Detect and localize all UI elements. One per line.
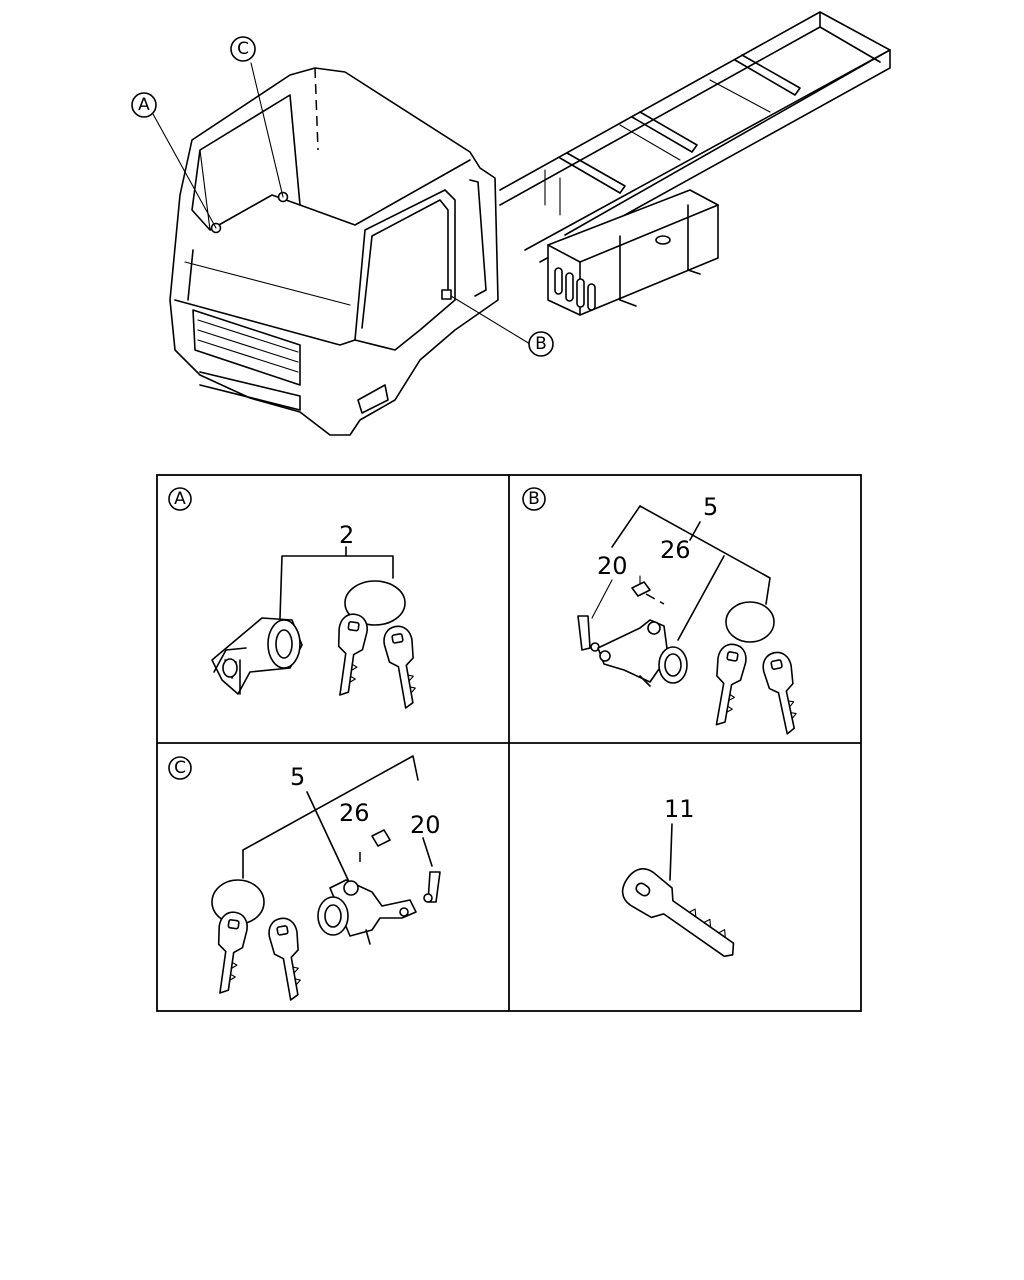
door-lock-cylinder-b (597, 619, 688, 687)
svg-text:20: 20 (410, 811, 441, 839)
detail-grid (156, 474, 862, 1012)
svg-text:A: A (138, 95, 150, 115)
svg-text:5: 5 (703, 493, 718, 521)
svg-text:26: 26 (339, 799, 370, 827)
key-set-b (705, 601, 806, 737)
svg-text:A: A (174, 489, 186, 509)
ignition-cylinder (211, 617, 303, 695)
svg-text:26: 26 (660, 536, 691, 564)
key-blank-11 (621, 868, 735, 958)
bolt-26-b (631, 581, 665, 605)
panel-c: C 5 26 20 (168, 755, 441, 1003)
svg-text:C: C (174, 758, 186, 778)
chassis-frame (499, 11, 891, 263)
callout-c: C (230, 36, 256, 62)
svg-text:B: B (535, 334, 547, 354)
bracket-20-b (577, 615, 600, 652)
panel-b: B 5 20 26 (522, 487, 806, 737)
svg-text:20: 20 (597, 552, 628, 580)
key-set-a (329, 580, 425, 711)
svg-text:2: 2 (339, 521, 354, 549)
panel-d: 11 (621, 795, 735, 958)
svg-text:C: C (237, 39, 249, 59)
fuel-tank (547, 189, 719, 316)
truck-cab (169, 67, 499, 436)
lock-point-b (441, 289, 452, 300)
door-lock-cylinder-c (317, 879, 417, 945)
bracket-20-c (423, 871, 441, 903)
panel-a: A 2 (168, 487, 425, 711)
key-set-c (209, 879, 310, 1003)
callout-a: A (131, 92, 157, 118)
svg-text:5: 5 (290, 763, 305, 791)
bolt-26-c (359, 829, 391, 868)
svg-text:B: B (528, 489, 540, 509)
callout-b: B (528, 331, 554, 357)
svg-text:11: 11 (664, 795, 695, 823)
truck-overview: A C B (131, 11, 891, 436)
